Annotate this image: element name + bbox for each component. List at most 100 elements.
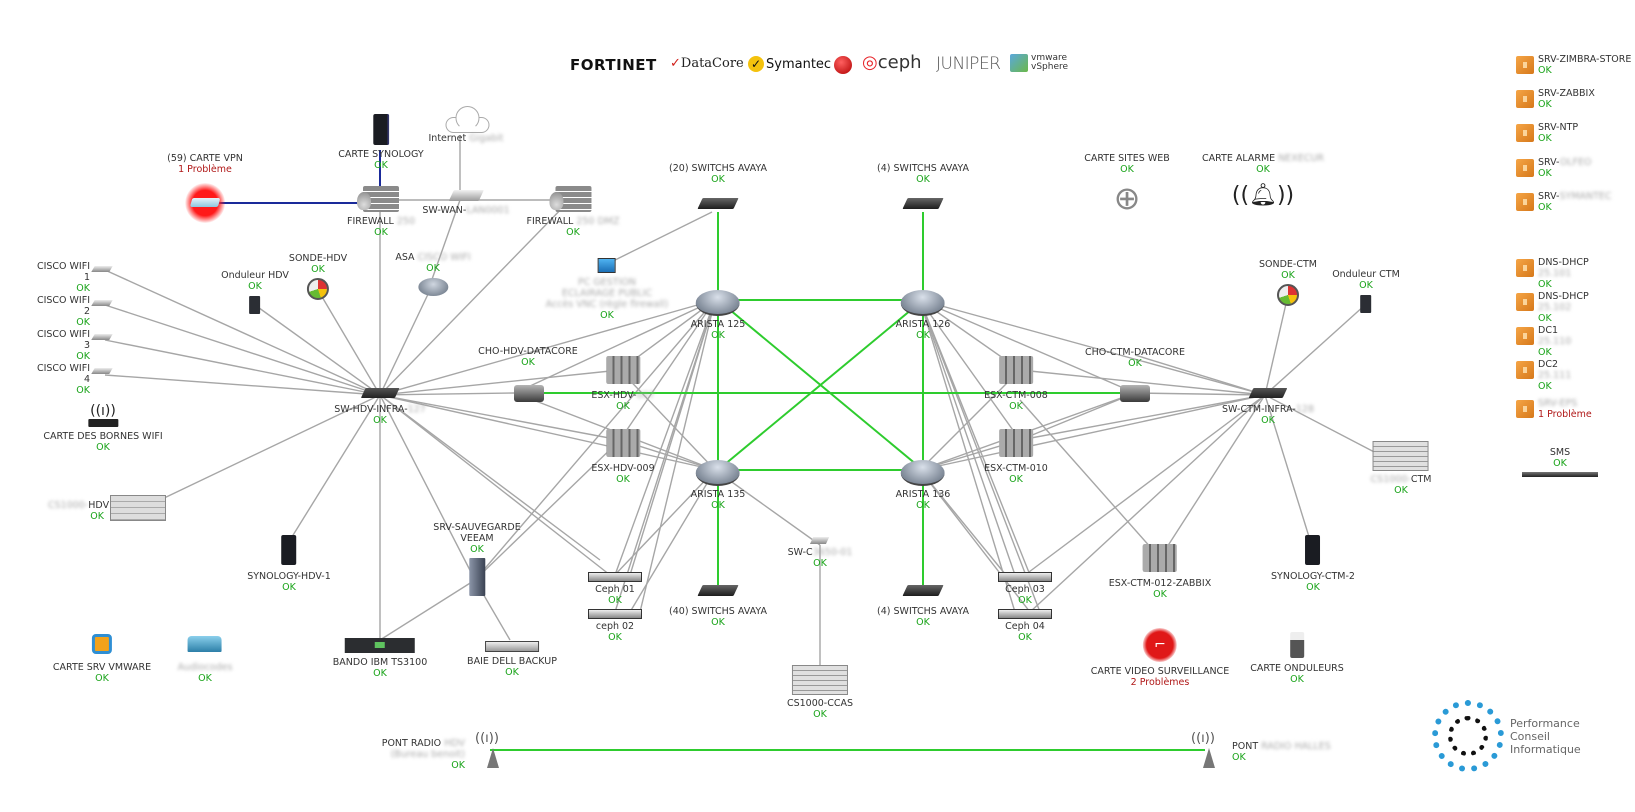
node-status: OK [1394,485,1408,496]
switch-icon [697,198,739,209]
node-cho-ctm-datacore[interactable]: CHO-CTM-DATACORE OK [1085,347,1185,369]
node-firewall-1[interactable]: FIREWALL 250 OK [347,186,415,238]
wifi-ap-icon [91,300,113,306]
node-ceph-01[interactable]: Ceph 01 OK [588,572,642,606]
node-switchs-avaya-40[interactable]: (40) SWITCHS AVAYA OK [669,585,767,628]
node-pont-radio-hdv[interactable]: PONT RADIO HDV (Bureau benoit) OK [380,738,465,771]
logo-datacore: ✓DataCore [670,56,744,71]
node-synology-hdv-1[interactable]: SYNOLOGY-HDV-1 OK [247,535,331,593]
node-sms[interactable]: SMS OK [1522,447,1598,477]
node-pont-radio-halles[interactable]: PONT RADIO HALLES OK [1232,741,1331,763]
switch-icon [360,388,400,398]
node-arista-135[interactable]: ARISTA 135 OK [691,460,745,511]
node-firewall-2[interactable]: FIREWALL 250 DMZ OK [526,186,620,238]
company-logo-line2: Conseil [1510,729,1550,743]
node-cs-hdv[interactable]: CS1000-HDV OK [48,500,109,522]
node-status: OK [96,442,110,453]
rack-server-icon [485,641,539,652]
node-label: Onduleur HDV [221,270,289,281]
rack-server-icon [588,609,642,619]
nas-icon [1305,535,1321,565]
node-synology-ctm-2[interactable]: SYNOLOGY-CTM-2 OK [1271,535,1355,593]
node-carte-vpn[interactable]: (59) CARTE VPN 1 Problème [167,153,243,223]
server-ip: 25.111 [1538,370,1572,381]
logo-vmware: vmware vSphere [1010,54,1071,72]
node-arista-126[interactable]: ARISTA 126 OK [896,290,950,341]
node-esx-ctm-012[interactable]: ESX-CTM-012-ZABBIX OK [1109,544,1211,600]
node-status: OK [711,174,725,185]
node-esx-ctm-010[interactable]: ESX-CTM-010 OK [984,429,1048,485]
node-cisco-wifi-3[interactable]: CISCO WIFI 3 OK [30,329,90,362]
nas-icon [372,114,389,145]
node-baie-dell[interactable]: BAIE DELL BACKUP OK [467,641,557,678]
node-carte-bornes-wifi[interactable]: ((ı)) CARTE DES BORNES WIFI OK [43,404,162,453]
node-status: OK [608,595,622,606]
node-ceph-03[interactable]: Ceph 03 OK [998,572,1052,606]
node-pc-gestion[interactable]: PC GESTION ECLAIRAGE PUBLIC Accès VNC (r… [546,258,668,321]
firewall-icon [357,186,399,212]
node-label: ESX-CTM-008 [984,390,1048,401]
node-internet[interactable]: Internet Gigabit [428,105,504,144]
node-ceph-02[interactable]: ceph 02 OK [588,609,642,643]
node-onduleur-ctm[interactable]: Onduleur CTM OK [1332,269,1400,313]
node-label: (4) SWITCHS AVAYA [877,606,969,617]
node-sw-wan[interactable]: SW-WAN-LAN0001 [422,190,510,216]
server-name: DNS-DHCP [1538,291,1589,302]
node-bando-ibm[interactable]: BANDO IBM TS3100 OK [333,638,427,679]
node-sonde-hdv[interactable]: SONDE-HDV OK [289,253,347,300]
node-arista-125[interactable]: ARISTA 125 OK [691,290,745,341]
node-esx-hdv-009[interactable]: ESX-HDV-009 OK [591,429,655,485]
company-logo: Performance Conseil Informatique [1432,700,1581,772]
vsphere-icon [1010,54,1028,72]
node-cisco-wifi-1[interactable]: CISCO WIFI 1 OK [30,261,90,294]
node-carte-alarme[interactable]: CARTE ALARME NEXECUR OK ((🔔︎)) [1202,153,1324,211]
node-switchs-avaya-4b[interactable]: (4) SWITCHS AVAYA OK [877,585,969,628]
node-sw-ctm-infra[interactable]: SW-CTM-INFRA-128 OK [1222,388,1314,426]
node-sw-hdv-infra[interactable]: SW-HDV-INFRA-127 OK [334,388,426,426]
node-esx-ctm-008[interactable]: ESX-CTM-008 OK [984,356,1048,412]
node-cs-ctm[interactable]: CS1000-CTM OK [1370,441,1432,496]
node-srv-sauvegarde[interactable]: SRV-SAUVEGARDE VEEAM OK [433,522,521,596]
node-sw-c[interactable]: SW-C3650-01 OK [788,537,852,569]
node-cs1000-ccas[interactable]: CS1000-CCAS OK [787,665,853,720]
node-cho-hdv-datacore[interactable]: CHO-HDV-DATACORE OK [478,346,578,368]
node-onduleur-hdv[interactable]: Onduleur HDV OK [221,270,289,314]
node-label: CS1000-CTM [1370,474,1432,485]
node-status: OK [616,474,630,485]
node-sonde-ctm[interactable]: SONDE-CTM OK [1259,259,1317,306]
node-cisco-wifi-4[interactable]: CISCO WIFI 4 OK [30,363,90,396]
node-carte-video[interactable]: ⌐ CARTE VIDEO SURVEILLANCE 2 Problèmes [1091,628,1229,688]
node-cisco-wifi-2[interactable]: CISCO WIFI 2 OK [30,295,90,328]
node-asa[interactable]: ASA CISCO WIFI OK [395,252,471,296]
node-switchs-avaya-4a[interactable]: (4) SWITCHS AVAYA OK [877,163,969,209]
node-label: SRV-SAUVEGARDE [433,522,521,533]
node-switchs-avaya-20[interactable]: (20) SWITCHS AVAYA OK [669,163,767,209]
node-label: FIREWALL 250 DMZ [526,216,620,227]
node-status: OK [1009,401,1023,412]
globe-icon: ⊕ [1113,179,1141,217]
node-arista-136[interactable]: ARISTA 136 OK [896,460,950,511]
node-carte-srv-vmware[interactable]: CARTE SRV VMWARE OK [53,634,151,684]
node-esx-hdv-007[interactable]: ESX-HDV-007 OK [591,356,655,412]
node-carte-onduleurs[interactable]: CARTE ONDULEURS OK [1250,632,1344,685]
node-status: OK [76,317,90,328]
node-label: Audiocodes [177,662,233,673]
node-carte-sites-web[interactable]: CARTE SITES WEB OK ⊕ [1084,153,1169,217]
node-carte-synology[interactable]: CARTE SYNOLOGY OK [338,114,424,171]
node-status: OK [426,263,440,274]
node-ceph-04[interactable]: Ceph 04 OK [998,609,1052,643]
node-status: OK [916,174,930,185]
node-label: ASA CISCO WIFI [395,252,471,263]
node-status: 2 Problèmes [1130,677,1190,688]
node-audiocodes[interactable]: Audiocodes OK [177,636,233,684]
